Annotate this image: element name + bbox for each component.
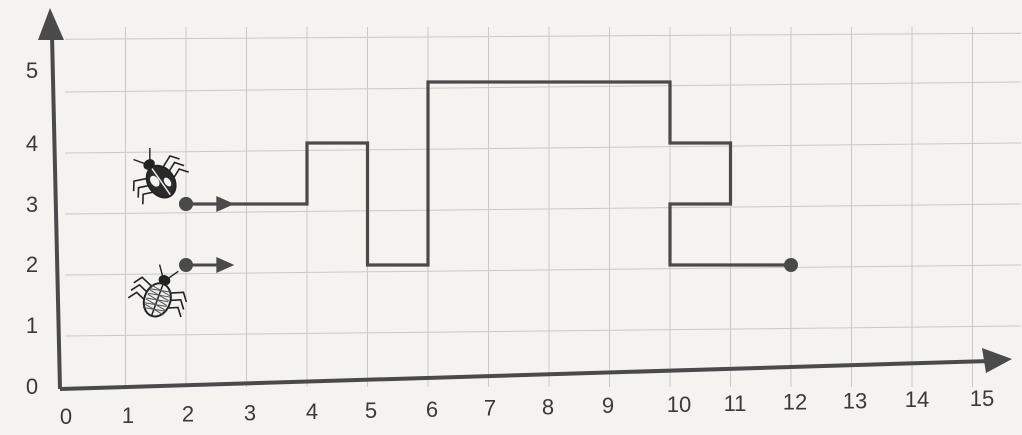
x-axis-arrowhead (982, 348, 1012, 373)
x-tick-label: 6 (426, 397, 438, 422)
x-tick-label: 14 (905, 387, 929, 412)
y-tick-label: 4 (26, 131, 38, 156)
grid-hline (65, 143, 1021, 153)
y-tick-label: 1 (26, 313, 38, 338)
x-tick-label: 0 (60, 404, 72, 429)
grid-hline (65, 33, 1021, 39)
x-tick-label: 7 (484, 396, 496, 421)
direction-arrowhead (216, 257, 234, 273)
x-tick-label: 5 (365, 398, 377, 423)
x-tick-label: 13 (843, 388, 867, 413)
x-tick-label: 2 (182, 402, 194, 427)
x-tick-label: 4 (306, 399, 318, 424)
y-tick-label: 2 (26, 252, 38, 277)
x-tick-label: 10 (667, 392, 691, 417)
x-tick-label: 11 (724, 391, 747, 416)
x-tick-label: 15 (970, 386, 994, 411)
x-tick-label: 8 (542, 394, 554, 419)
x-tick-label: 1 (122, 403, 134, 428)
x-tick-label: 12 (783, 390, 807, 415)
y-tick-label: 0 (26, 374, 38, 399)
beetles (119, 138, 235, 326)
y-tick-label: 5 (26, 58, 38, 83)
x-tick-label: 3 (244, 400, 256, 425)
x-axis (60, 361, 990, 389)
direction-arrowhead (216, 196, 234, 212)
grid-hline (65, 326, 1021, 336)
route-end-dot (784, 258, 798, 272)
y-axis-arrowhead (38, 8, 64, 40)
x-tick-label: 9 (602, 393, 614, 418)
y-tick-label: 3 (26, 192, 38, 217)
y-axis (52, 35, 60, 389)
